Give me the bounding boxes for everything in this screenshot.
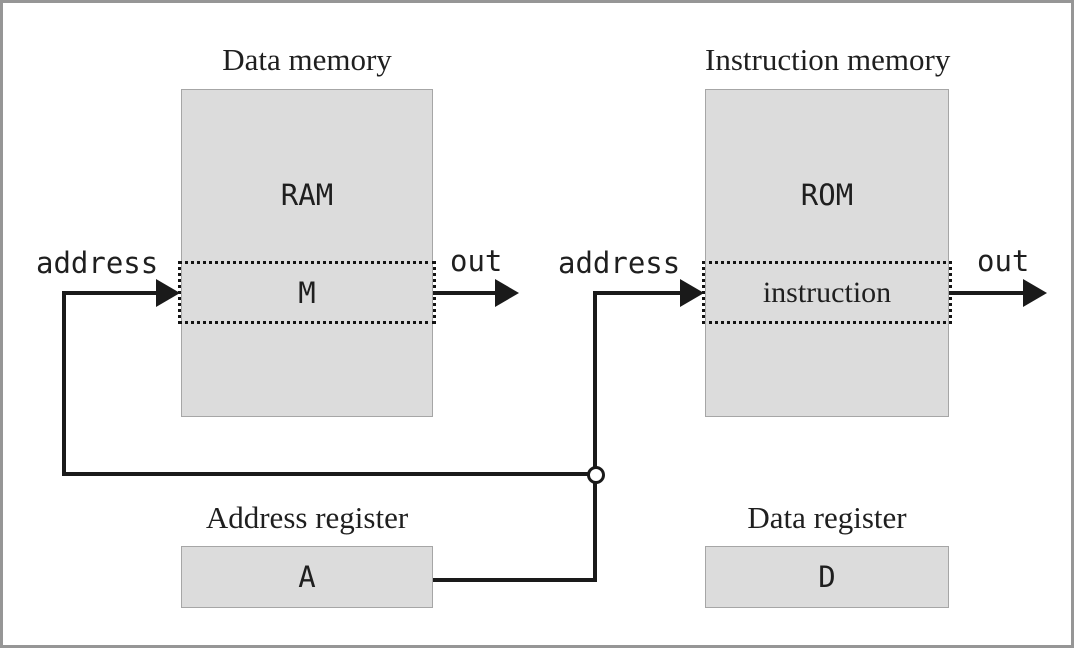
wire-rom-address-horizontal: [593, 291, 683, 295]
rom-out-arrowhead-icon: [1023, 279, 1047, 307]
instruction-memory-title: Instruction memory: [705, 42, 951, 77]
wire-a-register-output: [433, 578, 597, 582]
data-memory-title: Data memory: [222, 42, 392, 77]
wire-ram-out: [433, 291, 497, 295]
d-register-label: D: [818, 560, 836, 594]
ram-out-label: out: [450, 244, 503, 278]
rom-selected-register-label: instruction: [762, 275, 892, 309]
rom-chip-label: ROM: [800, 178, 854, 212]
ram-address-input-label: address: [36, 246, 159, 280]
data-register-title: Data register: [747, 500, 907, 535]
ram-address-arrowhead-icon: [156, 279, 180, 307]
wire-middle-vertical: [593, 291, 597, 582]
ram-chip-box: [181, 89, 433, 417]
ram-selected-register-label: M: [298, 275, 316, 310]
rom-address-arrowhead-icon: [680, 279, 704, 307]
rom-out-label: out: [977, 244, 1030, 278]
rom-chip-box: [705, 89, 949, 417]
d-register-box: [705, 546, 949, 608]
a-register-label: A: [298, 560, 316, 594]
wire-ram-address-horizontal: [62, 291, 162, 295]
ram-chip-label: RAM: [280, 178, 334, 212]
wire-branch-horizontal: [62, 472, 597, 476]
wire-rom-out: [949, 291, 1025, 295]
wire-junction-node-icon: [587, 466, 605, 484]
address-register-title: Address register: [205, 500, 409, 535]
ram-out-arrowhead-icon: [495, 279, 519, 307]
a-register-box: [181, 546, 433, 608]
wire-left-vertical: [62, 291, 66, 476]
rom-address-input-label: address: [558, 246, 681, 280]
